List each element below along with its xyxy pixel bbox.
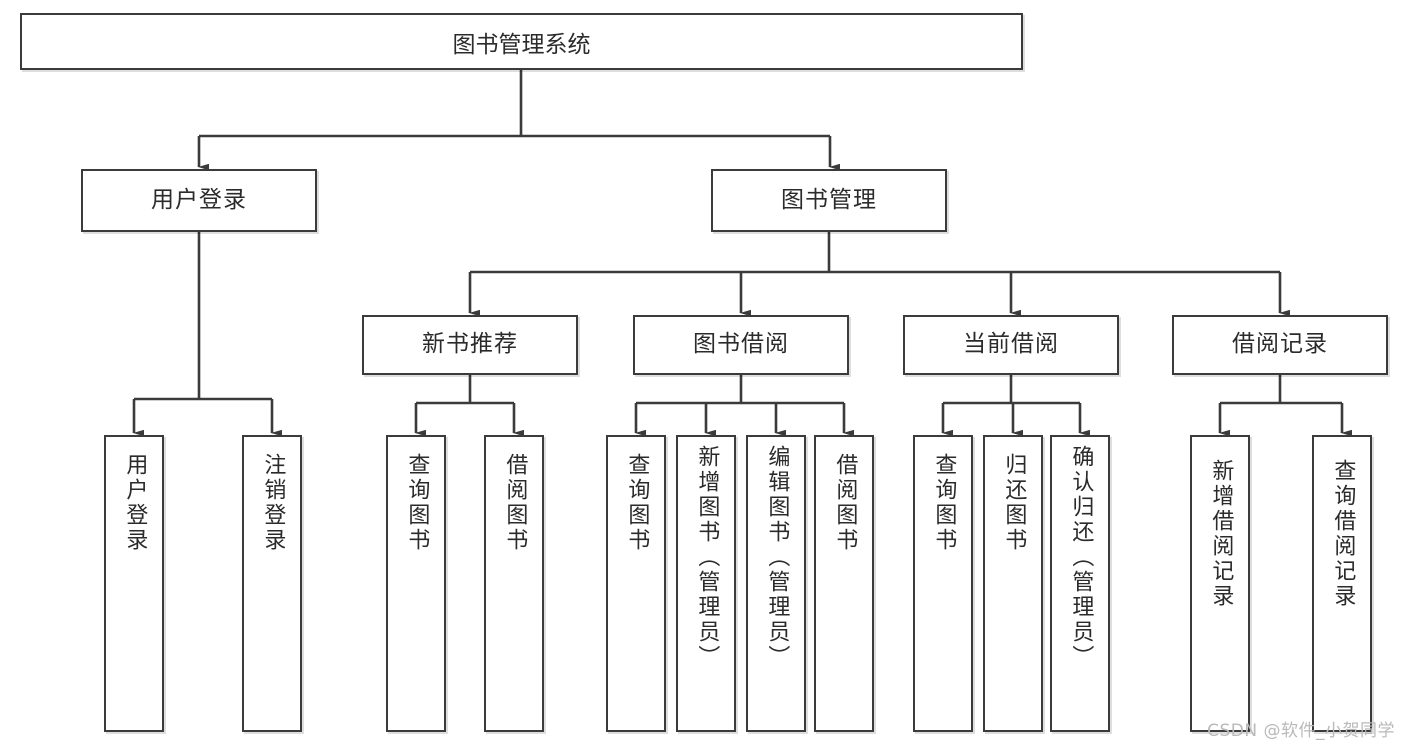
- node-label: 查询图书: [624, 453, 650, 553]
- node-label: 图书借阅: [693, 331, 789, 358]
- node-label: 查询图书: [404, 453, 430, 553]
- node-leaf-confirm-return[interactable]: 确认归还（管理员）: [1050, 435, 1110, 732]
- node-leaf-user-login[interactable]: 用户登录: [104, 435, 164, 732]
- node-leaf-borrow-book-1[interactable]: 借阅图书: [484, 435, 544, 732]
- node-user-login[interactable]: 用户登录: [81, 169, 317, 232]
- node-root-system[interactable]: 图书管理系统: [20, 13, 1023, 70]
- node-leaf-query-book-2[interactable]: 查询图书: [606, 435, 666, 732]
- node-label: 用户登录: [151, 186, 247, 213]
- node-label: 注销登录: [260, 453, 286, 553]
- node-label: 查询借阅记录: [1330, 459, 1356, 609]
- node-leaf-add-record[interactable]: 新增借阅记录: [1190, 435, 1250, 732]
- node-label: 新增图书（管理员）: [694, 445, 720, 670]
- node-label: 查询图书: [931, 453, 957, 553]
- node-label: 编辑图书（管理员）: [764, 445, 790, 670]
- node-label: 当前借阅: [963, 331, 1059, 358]
- node-leaf-query-record[interactable]: 查询借阅记录: [1312, 435, 1372, 732]
- node-label: 归还图书: [1001, 453, 1027, 553]
- node-label: 用户登录: [122, 453, 148, 553]
- node-leaf-user-logout[interactable]: 注销登录: [242, 435, 302, 732]
- node-leaf-query-book-3[interactable]: 查询图书: [913, 435, 973, 732]
- node-label: 图书管理: [781, 186, 877, 213]
- node-label: 图书管理系统: [452, 31, 591, 58]
- node-book-manage[interactable]: 图书管理: [711, 169, 947, 232]
- node-leaf-add-book[interactable]: 新增图书（管理员）: [676, 435, 736, 732]
- node-book-borrow[interactable]: 图书借阅: [633, 315, 849, 375]
- node-leaf-query-book-1[interactable]: 查询图书: [386, 435, 446, 732]
- node-label: 借阅图书: [502, 453, 528, 553]
- watermark-text: CSDN @软件_小贺同学: [1207, 721, 1395, 741]
- node-leaf-edit-book[interactable]: 编辑图书（管理员）: [746, 435, 806, 732]
- node-borrow-record[interactable]: 借阅记录: [1172, 315, 1388, 375]
- node-leaf-return-book[interactable]: 归还图书: [983, 435, 1043, 732]
- node-new-book-rec[interactable]: 新书推荐: [362, 315, 578, 375]
- node-leaf-borrow-book-2[interactable]: 借阅图书: [814, 435, 874, 732]
- node-label: 借阅记录: [1232, 331, 1328, 358]
- node-label: 新书推荐: [422, 331, 518, 358]
- node-label: 借阅图书: [832, 453, 858, 553]
- node-label: 确认归还（管理员）: [1068, 445, 1094, 670]
- node-current-borrow[interactable]: 当前借阅: [903, 315, 1119, 375]
- node-label: 新增借阅记录: [1208, 459, 1234, 609]
